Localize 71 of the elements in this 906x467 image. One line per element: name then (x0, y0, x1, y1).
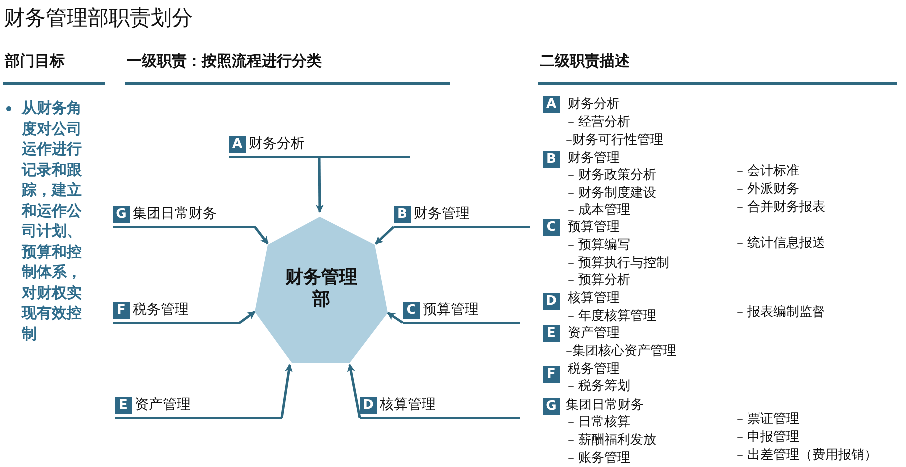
list-item: – 财务政策分析 (568, 168, 657, 184)
underlined-label (360, 397, 520, 419)
node-label: 集团日常财务 (133, 206, 217, 223)
section-heading: 部门目标 (5, 52, 65, 71)
letter-badge: F (543, 366, 560, 383)
letter-badge: B (543, 151, 560, 168)
list-item: – 申报管理 (737, 430, 800, 446)
list-item: – 统计信息报送 (737, 236, 826, 252)
list-item: – 薪酬福利发放 (568, 433, 657, 449)
goal-text: 从财务角度对公司运作进行记录和跟踪，建立和运作公司计划、预算和控制体系，对财权实现有效控制 (22, 98, 83, 344)
node-label: 核算管理 (380, 397, 436, 414)
letter-badge: D (543, 293, 560, 310)
list-item: 核算管理 (568, 291, 620, 307)
section-heading: 二级职责描述 (540, 52, 630, 71)
list-item: – 财务制度建设 (568, 186, 657, 202)
node-label: 税务管理 (133, 302, 189, 319)
node-label: 预算管理 (423, 302, 479, 319)
arrow (347, 364, 362, 418)
arrow (254, 226, 269, 245)
list-item: 财务管理 (568, 151, 620, 167)
letter-badge: A (229, 136, 246, 153)
arrow (387, 312, 404, 324)
underlined-label (394, 206, 530, 228)
list-item: – 税务筹划 (568, 379, 631, 395)
underlined-label (229, 136, 410, 158)
letter-badge: E (543, 325, 560, 342)
list-item: 集团日常财务 (566, 398, 644, 414)
list-item: – 预算执行与控制 (568, 256, 670, 272)
list-item: 财务分析 (568, 97, 620, 113)
letter-badge: A (543, 96, 560, 113)
list-item: – 报表编制监督 (737, 305, 826, 321)
letter-badge: G (113, 206, 130, 223)
node-label: 财务管理部 (284, 267, 358, 311)
arrow (239, 311, 256, 324)
letter-badge: B (394, 206, 411, 223)
letter-badge: G (543, 398, 560, 415)
list-item: – 年度核算管理 (568, 309, 657, 325)
list-item: – 成本管理 (568, 203, 631, 219)
list-item: – 经营分析 (568, 115, 631, 131)
letter-badge: C (543, 219, 560, 236)
node-label: 财务分析 (249, 136, 305, 153)
node-label: 财务管理 (414, 206, 470, 223)
section-heading: 一级职责：按照流程进行分类 (127, 52, 322, 71)
underlined-label (113, 302, 240, 324)
letter-badge: D (360, 397, 377, 414)
page-title: 财务管理部职责划分 (4, 5, 193, 32)
list-item: 预算管理 (568, 220, 620, 236)
underlined-label (403, 302, 520, 324)
list-item: – 外派财务 (737, 182, 800, 198)
heptagon-node (255, 217, 388, 363)
list-item: – 预算编写 (568, 238, 631, 254)
list-item: – 账务管理 (568, 451, 631, 467)
list-item: – 预算分析 (568, 273, 631, 289)
node-label: 资产管理 (135, 397, 191, 414)
list-item: 资产管理 (568, 326, 620, 342)
list-item: –财务可行性管理 (566, 133, 664, 149)
arrow (375, 226, 395, 245)
list-item: – 票证管理 (737, 412, 800, 428)
underlined-label (113, 206, 255, 228)
list-item: – 会计标准 (737, 164, 800, 180)
list-item: –集团核心资产管理 (566, 344, 676, 360)
list-item: 税务管理 (568, 362, 620, 378)
letter-badge: F (113, 302, 130, 319)
arrow (280, 364, 293, 418)
list-item: – 日常核算 (568, 415, 631, 431)
underlined-label (115, 397, 282, 419)
arrow (316, 156, 324, 213)
list-item: – 出差管理（费用报销） (737, 448, 878, 464)
letter-badge: C (403, 302, 420, 319)
list-item: – 合并财务报表 (737, 200, 826, 216)
letter-badge: E (115, 397, 132, 414)
